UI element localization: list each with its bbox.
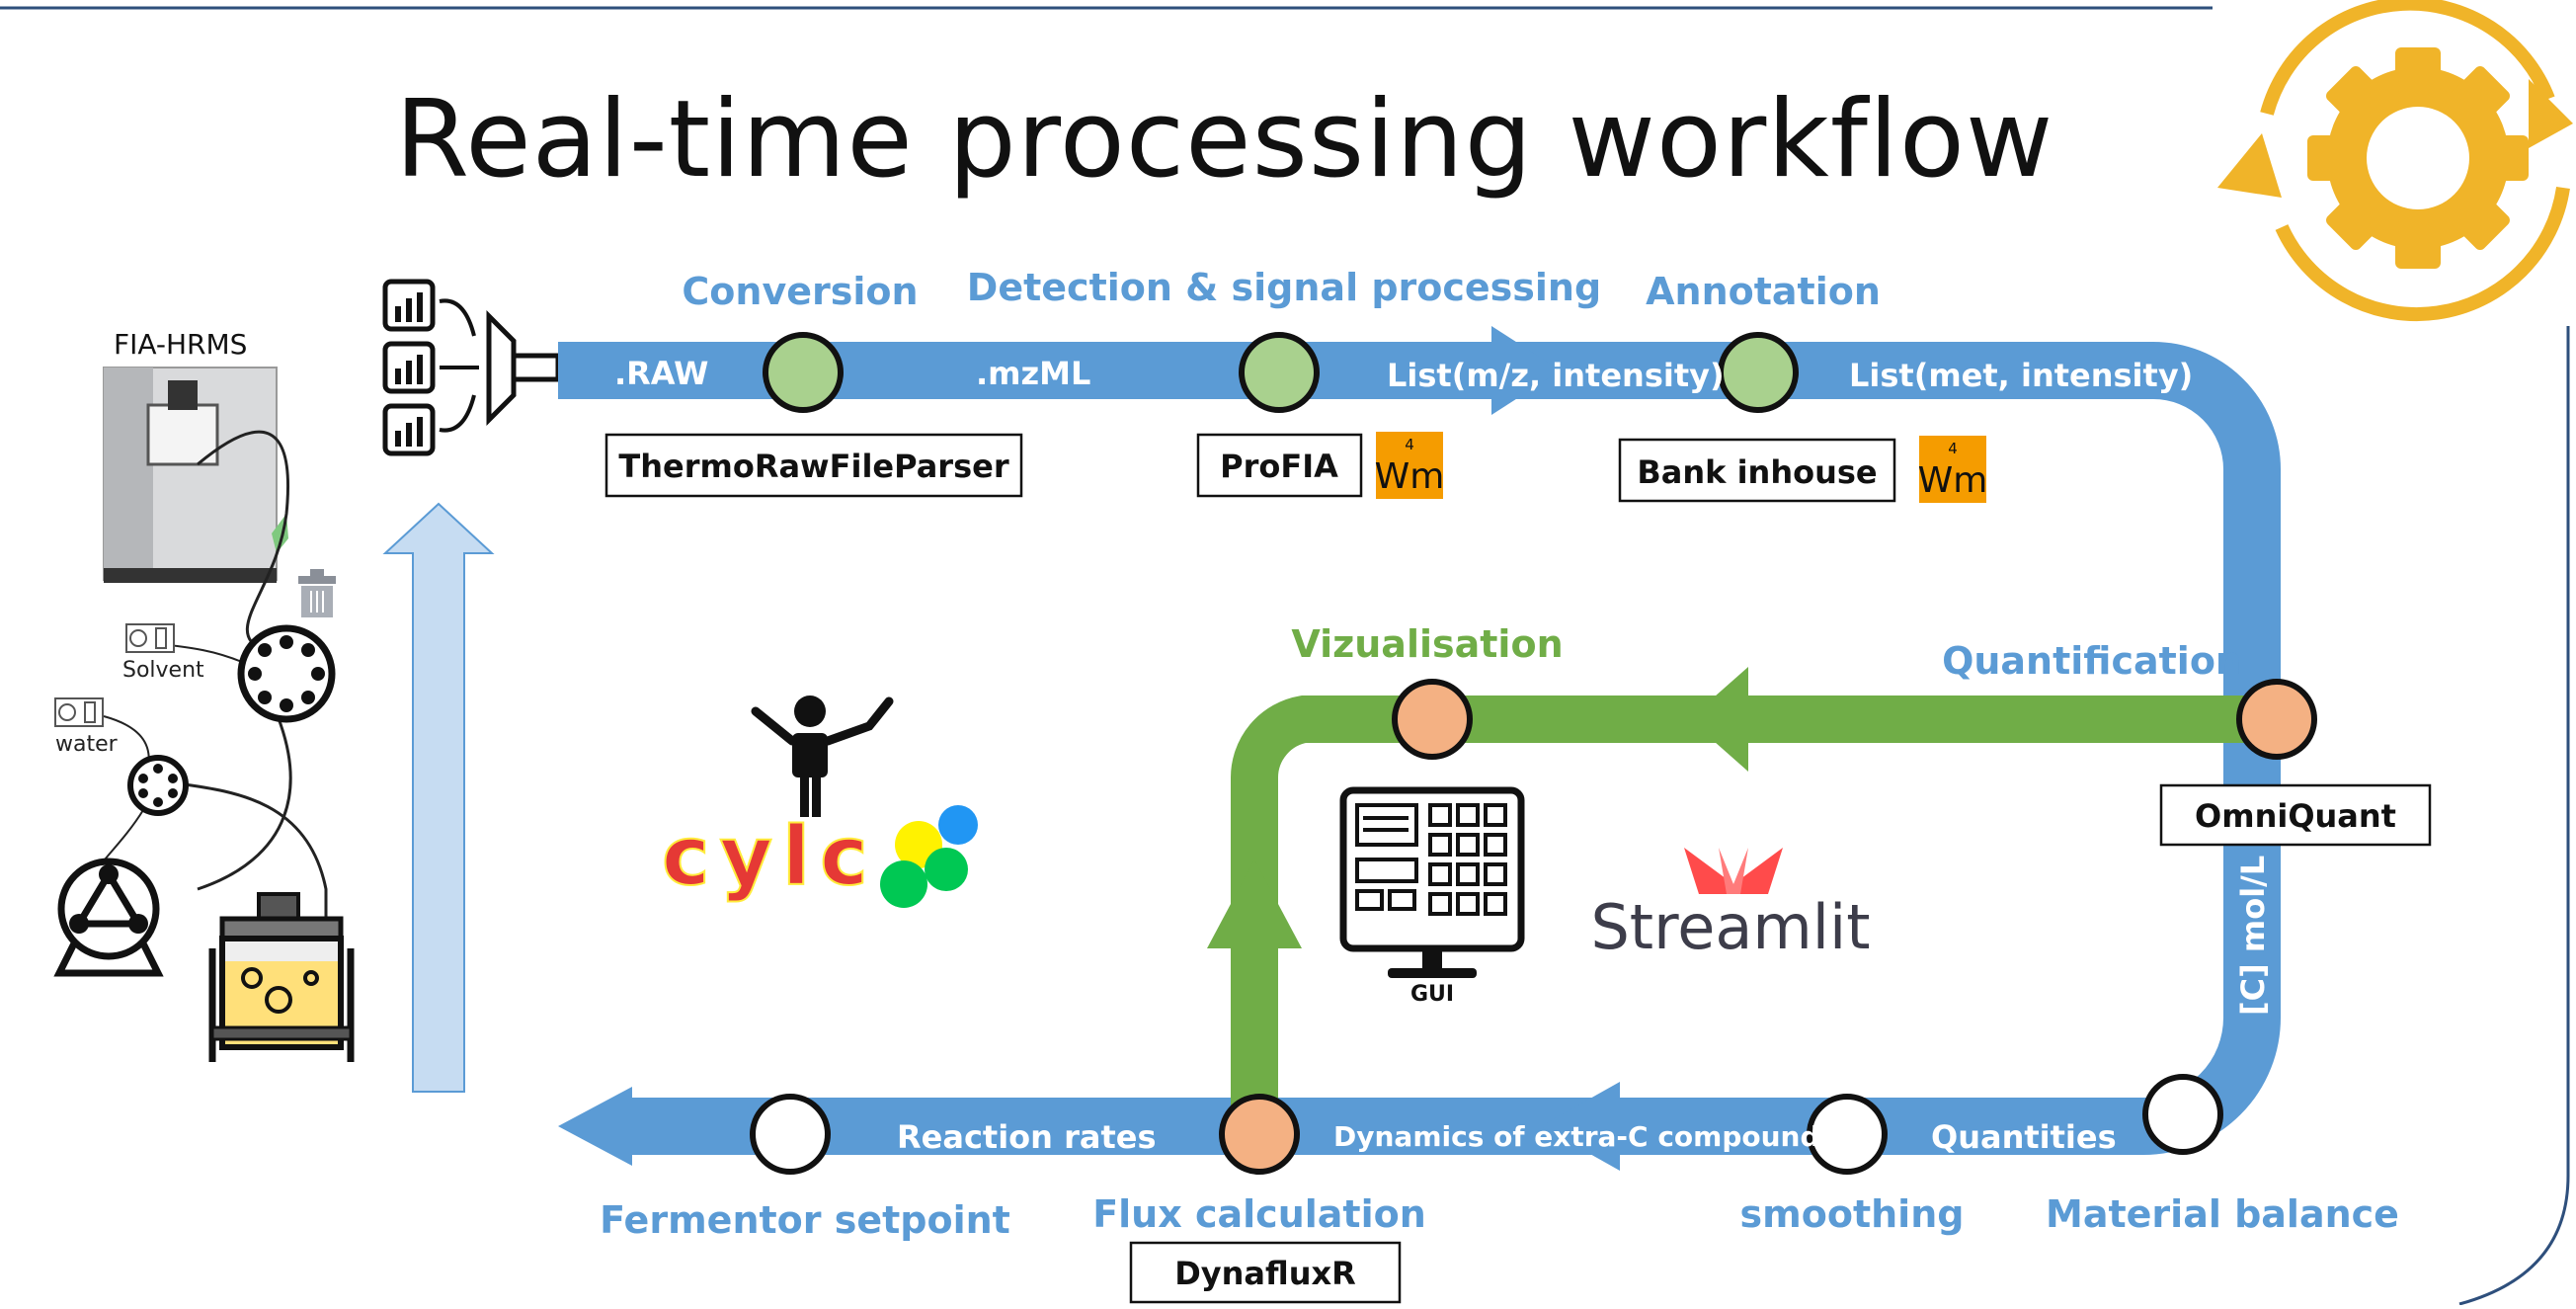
arrow-head	[1207, 859, 1302, 948]
arrow-head	[1689, 667, 1748, 772]
arrow-head	[558, 1087, 632, 1166]
flux-calculation-node[interactable]	[1219, 1094, 1300, 1175]
data-label-dynamics: Dynamics of extra-C compounds	[1333, 1120, 1836, 1153]
arrow-head	[1491, 326, 1561, 415]
monitor-gui-icon	[1339, 786, 1525, 978]
step-label-annotation: Annotation	[1646, 270, 1881, 313]
conversion-node[interactable]	[763, 332, 844, 413]
tool-label-profia: ProFIA	[1220, 448, 1338, 485]
water-pump-icon	[54, 697, 104, 727]
six-port-valve-icon	[127, 755, 189, 816]
cylc-wordmark: cylc	[662, 810, 878, 904]
injection-valve-icon	[237, 624, 336, 723]
water-label: water	[55, 732, 119, 757]
smoothing-node[interactable]	[1807, 1094, 1888, 1175]
data-funnel-icon	[382, 279, 561, 456]
gear-cycle-icon	[2217, 0, 2573, 322]
step-label-conversion: Conversion	[682, 270, 918, 313]
tool-label-thermorawfileparser: ThermoRawFileParser	[618, 448, 1008, 485]
step-label-smoothing: smoothing	[1740, 1192, 1965, 1236]
fermentor-setpoint-node[interactable]	[750, 1094, 831, 1175]
data-label-mzml: .mzML	[976, 355, 1090, 392]
tool-label-omniquant: OmniQuant	[2195, 797, 2396, 835]
data-label-met-intensity: List(met, intensity)	[1849, 357, 2193, 394]
data-label-mz-intensity: List(m/z, intensity)	[1387, 357, 1725, 394]
w4m-logo: 4 Wm	[1375, 432, 1445, 499]
tool-box-bank-inhouse	[1618, 438, 1896, 503]
step-label-detection: Detection & signal processing	[967, 266, 1601, 309]
detection-node[interactable]	[1239, 332, 1320, 413]
tool-label-dynafluxr: DynafluxR	[1174, 1255, 1356, 1292]
solvent-pump-icon	[125, 623, 175, 653]
instrument-label: FIA-HRMS	[114, 328, 247, 361]
tool-box-thermorawfileparser	[604, 433, 1023, 498]
step-label-vizualisation: Vizualisation	[1291, 622, 1563, 666]
annotation-node[interactable]	[1718, 332, 1799, 413]
trash-icon	[298, 569, 336, 617]
step-label-quantification: Quantification	[1942, 639, 2242, 683]
cylc-logo	[751, 695, 978, 908]
fermentor-icon	[208, 892, 355, 1062]
tool-box-profia	[1196, 433, 1363, 498]
data-label-reaction-rates: Reaction rates	[897, 1118, 1157, 1156]
material-balance-node[interactable]	[2142, 1074, 2223, 1155]
gui-label: GUI	[1410, 982, 1454, 1007]
data-label-concentration: [C] mol/L	[2234, 856, 2272, 1016]
green-visualization-arrow	[1231, 695, 2272, 1106]
svg-text:4: 4	[1405, 436, 1414, 453]
arrow-head	[1541, 1082, 1620, 1171]
right-border-line	[2458, 326, 2570, 1306]
svg-text:Wm: Wm	[1918, 460, 1988, 501]
step-label-material-balance: Material balance	[2046, 1192, 2399, 1236]
tubing-line	[197, 430, 289, 654]
data-label-raw: .RAW	[614, 355, 708, 392]
step-label-fermentor-setpoint: Fermentor setpoint	[600, 1198, 1010, 1242]
slide-title: Real-time processing workflow	[395, 78, 2053, 202]
streamlit-wordmark: Streamlit	[1590, 891, 1870, 963]
data-label-quantities: Quantities	[1931, 1118, 2117, 1156]
solvent-label: Solvent	[122, 658, 204, 683]
svg-text:4: 4	[1948, 440, 1958, 457]
tool-box-omniquant	[2159, 783, 2432, 847]
upward-feedback-arrow	[382, 502, 495, 1093]
vizualisation-node[interactable]	[1392, 679, 1473, 760]
tool-label-bank-inhouse: Bank inhouse	[1637, 453, 1877, 491]
peristaltic-pump-icon	[53, 858, 164, 977]
mass-spectrometer-image	[103, 367, 288, 583]
w4m-logo: 4 Wm	[1918, 436, 1988, 503]
tool-box-dynafluxr	[1129, 1241, 1402, 1304]
quantification-node[interactable]	[2236, 679, 2317, 760]
streamlit-logo	[1684, 848, 1783, 894]
step-label-flux-calculation: Flux calculation	[1092, 1192, 1426, 1236]
svg-text:Wm: Wm	[1375, 456, 1445, 497]
